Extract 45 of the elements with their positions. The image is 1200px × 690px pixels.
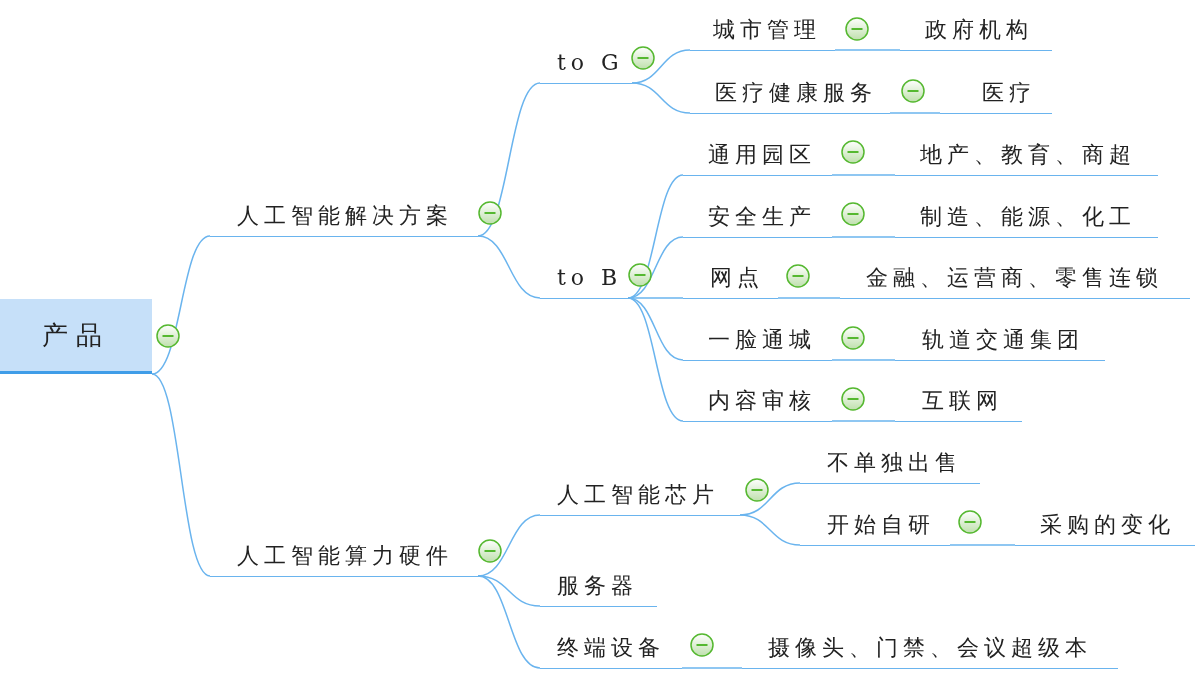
connector-line [831,359,896,361]
topic-label: 摄像头、门禁、会议超级本 [768,634,1092,662]
topic-label: 内容审核 [708,387,816,415]
connector-line [477,575,541,669]
topic-label: 互联网 [922,387,1003,415]
root-topic-box [0,299,152,374]
topic-label: 采购的变化 [1040,511,1175,539]
root-topic-label: 产品 [41,319,111,351]
topic-label: 城市管理 [713,16,821,44]
connector-line [831,236,896,238]
connector-line [627,297,684,299]
connector-line [889,112,941,114]
topic-label: 制造、能源、化工 [920,203,1136,231]
topic-label: to G [557,49,624,77]
connector-line [151,235,211,375]
connector-line [831,174,896,176]
topic-label: 服务器 [557,572,638,600]
connector-line [627,297,684,422]
topic-label: 人工智能芯片 [557,481,719,509]
topic-label: to B [557,264,623,292]
topic-label: 医疗健康服务 [715,79,877,107]
connector-line [777,297,841,299]
connector-line [739,514,801,546]
connector-line [681,667,743,669]
connector-line [831,420,896,422]
connector-line [477,82,541,237]
topic-label: 人工智能解决方案 [237,202,453,230]
topic-label: 通用园区 [708,141,816,169]
topic-label: 医疗 [982,79,1036,107]
connector-line [151,373,211,577]
topic-label: 终端设备 [557,634,665,662]
connector-line [631,82,691,114]
connector-line [834,49,901,51]
topic-label: 地产、教育、商超 [920,141,1136,169]
topic-label: 轨道交通集团 [922,326,1084,354]
topic-label: 安全生产 [708,203,816,231]
topic-label: 人工智能算力硬件 [237,542,453,570]
topic-label: 政府机构 [925,16,1033,44]
connector-line [949,544,1016,546]
connector-line [477,235,541,299]
topic-label: 不单独出售 [827,449,962,477]
topic-label: 网点 [710,264,764,292]
topic-label: 金融、运营商、零售连锁 [866,264,1163,292]
topic-label: 一脸通城 [708,326,816,354]
topic-label: 开始自研 [827,511,935,539]
